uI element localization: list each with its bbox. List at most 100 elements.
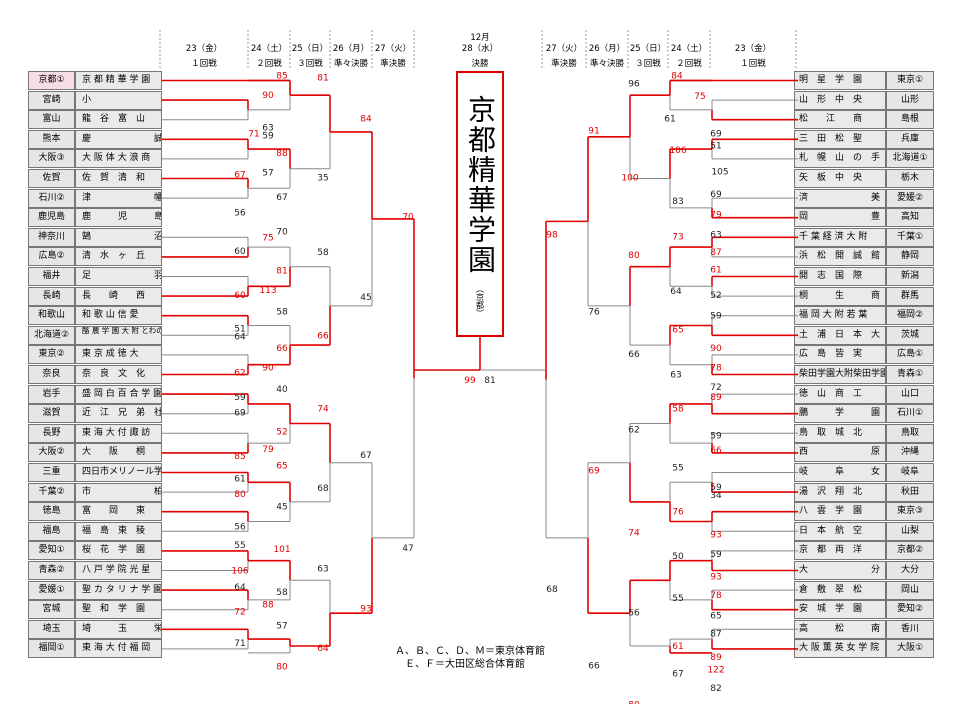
game-score: 80 xyxy=(628,251,640,261)
team-pref: 福井 xyxy=(28,267,75,286)
game-score: 59 xyxy=(234,393,246,403)
team-pref: 大阪③ xyxy=(28,149,75,169)
game-score: 80 xyxy=(234,490,246,500)
game-score: 68 xyxy=(546,585,558,595)
game-score: 106 xyxy=(231,567,248,577)
team-name: 四日市メリノール学院 xyxy=(75,463,162,482)
game-score: 55 xyxy=(672,594,683,604)
team-name: 福 岡 大 附 若 葉 xyxy=(794,306,886,326)
game-score: 98 xyxy=(546,230,558,240)
game-score: 58 xyxy=(276,308,288,318)
team-name: 佐 賀 清 和 xyxy=(75,169,162,188)
game-score: 59 xyxy=(710,550,722,560)
team-pref: 和歌山 xyxy=(28,306,75,326)
team-pref: 千葉② xyxy=(28,482,75,502)
game-score: 87 xyxy=(710,629,721,639)
team-pref: 大阪② xyxy=(28,443,75,463)
team-name: 埼 玉 栄 xyxy=(75,619,162,639)
game-score: 105 xyxy=(711,168,728,178)
game-score: 87 xyxy=(710,248,721,258)
game-score: 65 xyxy=(276,462,287,472)
team-pref: 鹿児島 xyxy=(28,208,75,228)
game-score: 40 xyxy=(276,385,288,395)
game-score: 68 xyxy=(317,484,329,494)
game-score: 66 xyxy=(276,344,288,354)
game-score: 113 xyxy=(259,286,276,296)
team-pref: 愛媛① xyxy=(28,580,75,600)
game-score: 52 xyxy=(276,427,287,437)
game-score: 55 xyxy=(672,464,683,474)
month-label: 12月 xyxy=(470,33,490,43)
round-header-r1R: 23（金）１回戦 xyxy=(710,44,796,70)
team-pref: 山梨 xyxy=(886,521,934,541)
game-score: 91 xyxy=(588,126,599,136)
team-pref: 愛媛② xyxy=(886,188,934,208)
game-score: 63 xyxy=(317,565,328,575)
game-score: 51 xyxy=(234,324,245,334)
round-header-sfL: 27（火）準決勝 xyxy=(372,44,414,70)
team-name: 岡 豊 xyxy=(794,208,886,228)
team-pref: 宮城 xyxy=(28,600,75,620)
team-pref: 福岡① xyxy=(28,639,75,659)
round-date: 28（水） xyxy=(461,44,499,54)
game-score: 83 xyxy=(672,197,683,207)
team-pref: 山形 xyxy=(886,90,934,110)
team-name: 桐 生 商 xyxy=(794,286,886,306)
team-pref: 北海道② xyxy=(28,325,75,345)
game-score: 64 xyxy=(234,583,246,593)
team-name: 津 幡 xyxy=(75,188,162,208)
game-score: 59 xyxy=(710,431,722,441)
game-score: 106 xyxy=(669,146,686,156)
team-pref: 山口 xyxy=(886,384,934,404)
game-score: 76 xyxy=(588,308,600,318)
game-score: 80 xyxy=(276,663,288,673)
team-pref: 大分 xyxy=(886,561,934,580)
game-score: 57 xyxy=(262,169,273,179)
round-header-r1L: 23（金）１回戦 xyxy=(160,44,248,70)
team-pref: 石川① xyxy=(886,404,934,424)
team-name: 東 海 大 付 諏 訪 xyxy=(75,423,162,443)
game-score: 93 xyxy=(360,605,371,615)
game-score: 69 xyxy=(710,129,722,139)
game-score: 63 xyxy=(262,124,273,134)
team-pref: 埼玉 xyxy=(28,619,75,639)
team-pref: 奈良 xyxy=(28,365,75,384)
game-score: 96 xyxy=(628,80,640,90)
team-name: 鹿 児 島 xyxy=(75,208,162,228)
round-date: 27（火） xyxy=(545,44,583,54)
team-pref: 京都② xyxy=(886,541,934,561)
game-score: 34 xyxy=(710,491,722,501)
game-score: 78 xyxy=(710,591,722,601)
game-score: 67 xyxy=(360,451,371,461)
team-name: 矢 板 中 央 xyxy=(794,169,886,188)
game-score: 74 xyxy=(628,528,640,538)
team-pref: 京都① xyxy=(28,71,75,90)
round-name: ２回戦 xyxy=(256,59,282,69)
game-score: 90 xyxy=(262,91,274,101)
team-name: 岐 阜 女 xyxy=(794,463,886,482)
team-pref: 佐賀 xyxy=(28,169,75,188)
team-pref: 群馬 xyxy=(886,286,934,306)
team-pref: 静岡 xyxy=(886,247,934,267)
game-score: 66 xyxy=(588,662,600,672)
team-pref: 兵庫 xyxy=(886,129,934,149)
round-header-qfL: 26（月）準々決勝 xyxy=(330,44,372,70)
round-header-fin: 28（水）決勝 xyxy=(456,44,504,70)
champion-pref: （京都） xyxy=(475,285,485,317)
team-name: 大 阪 桐 蔭 xyxy=(75,443,162,463)
round-name: 準々決勝 xyxy=(589,59,624,69)
team-pref: 滋賀 xyxy=(28,404,75,424)
team-name: 湯 沢 翔 北 xyxy=(794,482,886,502)
team-pref: 鳥取 xyxy=(886,423,934,443)
round-header-qfR: 26（月）準々決勝 xyxy=(586,44,628,70)
game-score: 61 xyxy=(672,642,683,652)
team-pref: 新潟 xyxy=(886,267,934,286)
team-name: 浜 松 開 誠 館 xyxy=(794,247,886,267)
game-score: 81 xyxy=(276,267,287,277)
game-score: 90 xyxy=(262,364,274,374)
team-name: 市 柏 xyxy=(75,482,162,502)
team-name: 足 羽 xyxy=(75,267,162,286)
round-name: 準々決勝 xyxy=(333,59,368,69)
game-score: 45 xyxy=(360,293,371,303)
